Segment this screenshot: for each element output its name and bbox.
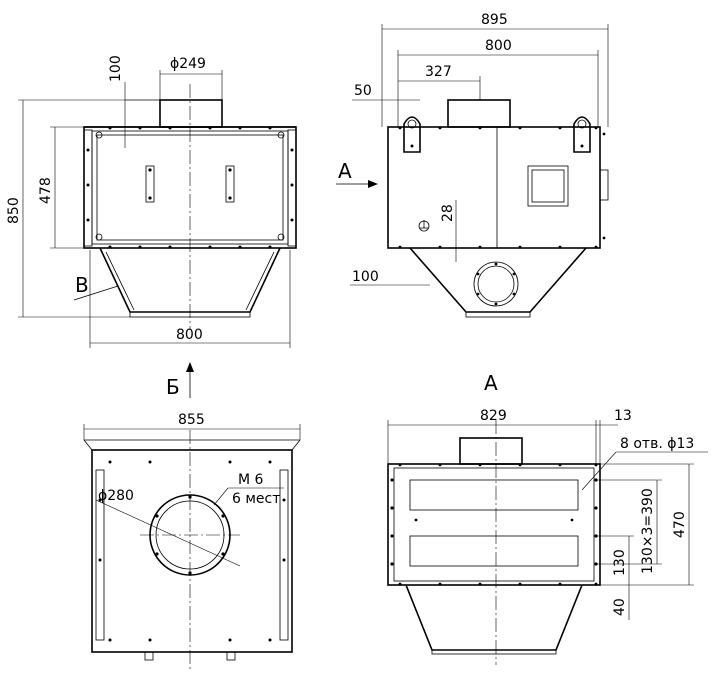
dim-front-base-width: 800 (176, 327, 203, 343)
dim-front-total-height: 850 (6, 197, 22, 224)
front-hopper (99, 247, 281, 313)
dim-front-top-offset: 100 (108, 55, 124, 82)
dim-rear-pitch: 130×3=390 (640, 488, 656, 574)
front-top-outlet (159, 99, 223, 128)
view-arrow-b-label: В (75, 273, 89, 297)
bottom-view: 855 ϕ280 M 6 6 мест (83, 412, 301, 670)
dim-rear-130: 130 (612, 549, 628, 576)
dim-front-top-dia: ϕ249 (170, 56, 206, 72)
dim-bottom-thread: M 6 (238, 472, 264, 488)
dim-side-offset-327: 327 (425, 64, 452, 80)
side-view: 895 800 327 50 28 100 А (336, 12, 609, 318)
bottom-body (91, 449, 293, 653)
side-lug-left (403, 116, 421, 153)
side-outlet-circle (473, 261, 519, 307)
side-lug-right (573, 116, 591, 153)
side-inspection-plate (527, 165, 569, 207)
dim-rear-height: 470 (672, 511, 688, 538)
view-a-title: А (484, 371, 498, 395)
dim-side-offset-100: 100 (352, 269, 379, 285)
dim-side-offset-28: 28 (440, 204, 456, 222)
view-a: А 829 13 8 отв. ϕ13 (387, 371, 708, 665)
dim-bottom-thread-count: 6 мест (232, 491, 280, 507)
side-hopper (409, 247, 587, 313)
dim-bottom-width: 855 (178, 412, 205, 428)
dim-rear-40: 40 (612, 598, 628, 616)
dim-side-total-width: 895 (481, 12, 508, 28)
front-handle-left (145, 165, 155, 203)
view-a-panel-bottom (409, 535, 579, 567)
dim-side-inner-width: 800 (485, 38, 512, 54)
dim-side-offset-50: 50 (354, 83, 372, 99)
dim-front-body-height: 478 (38, 177, 54, 204)
dim-rear-holes: 8 отв. ϕ13 (620, 436, 694, 452)
front-view: ϕ249 100 478 850 800 В Б (6, 55, 297, 399)
dim-rear-width: 829 (480, 408, 507, 424)
dim-bottom-hole-dia: ϕ280 (98, 488, 134, 504)
view-a-hopper (405, 584, 583, 651)
view-arrow-b-cyr-label: Б (166, 375, 180, 399)
view-a-body (387, 463, 601, 586)
view-arrow-a-label: А (338, 159, 352, 183)
dim-rear-offset-13: 13 (614, 408, 632, 424)
view-a-top-outlet (459, 437, 523, 465)
side-top-outlet (447, 99, 511, 128)
view-a-panel-top (409, 479, 579, 511)
front-handle-right (225, 165, 235, 203)
